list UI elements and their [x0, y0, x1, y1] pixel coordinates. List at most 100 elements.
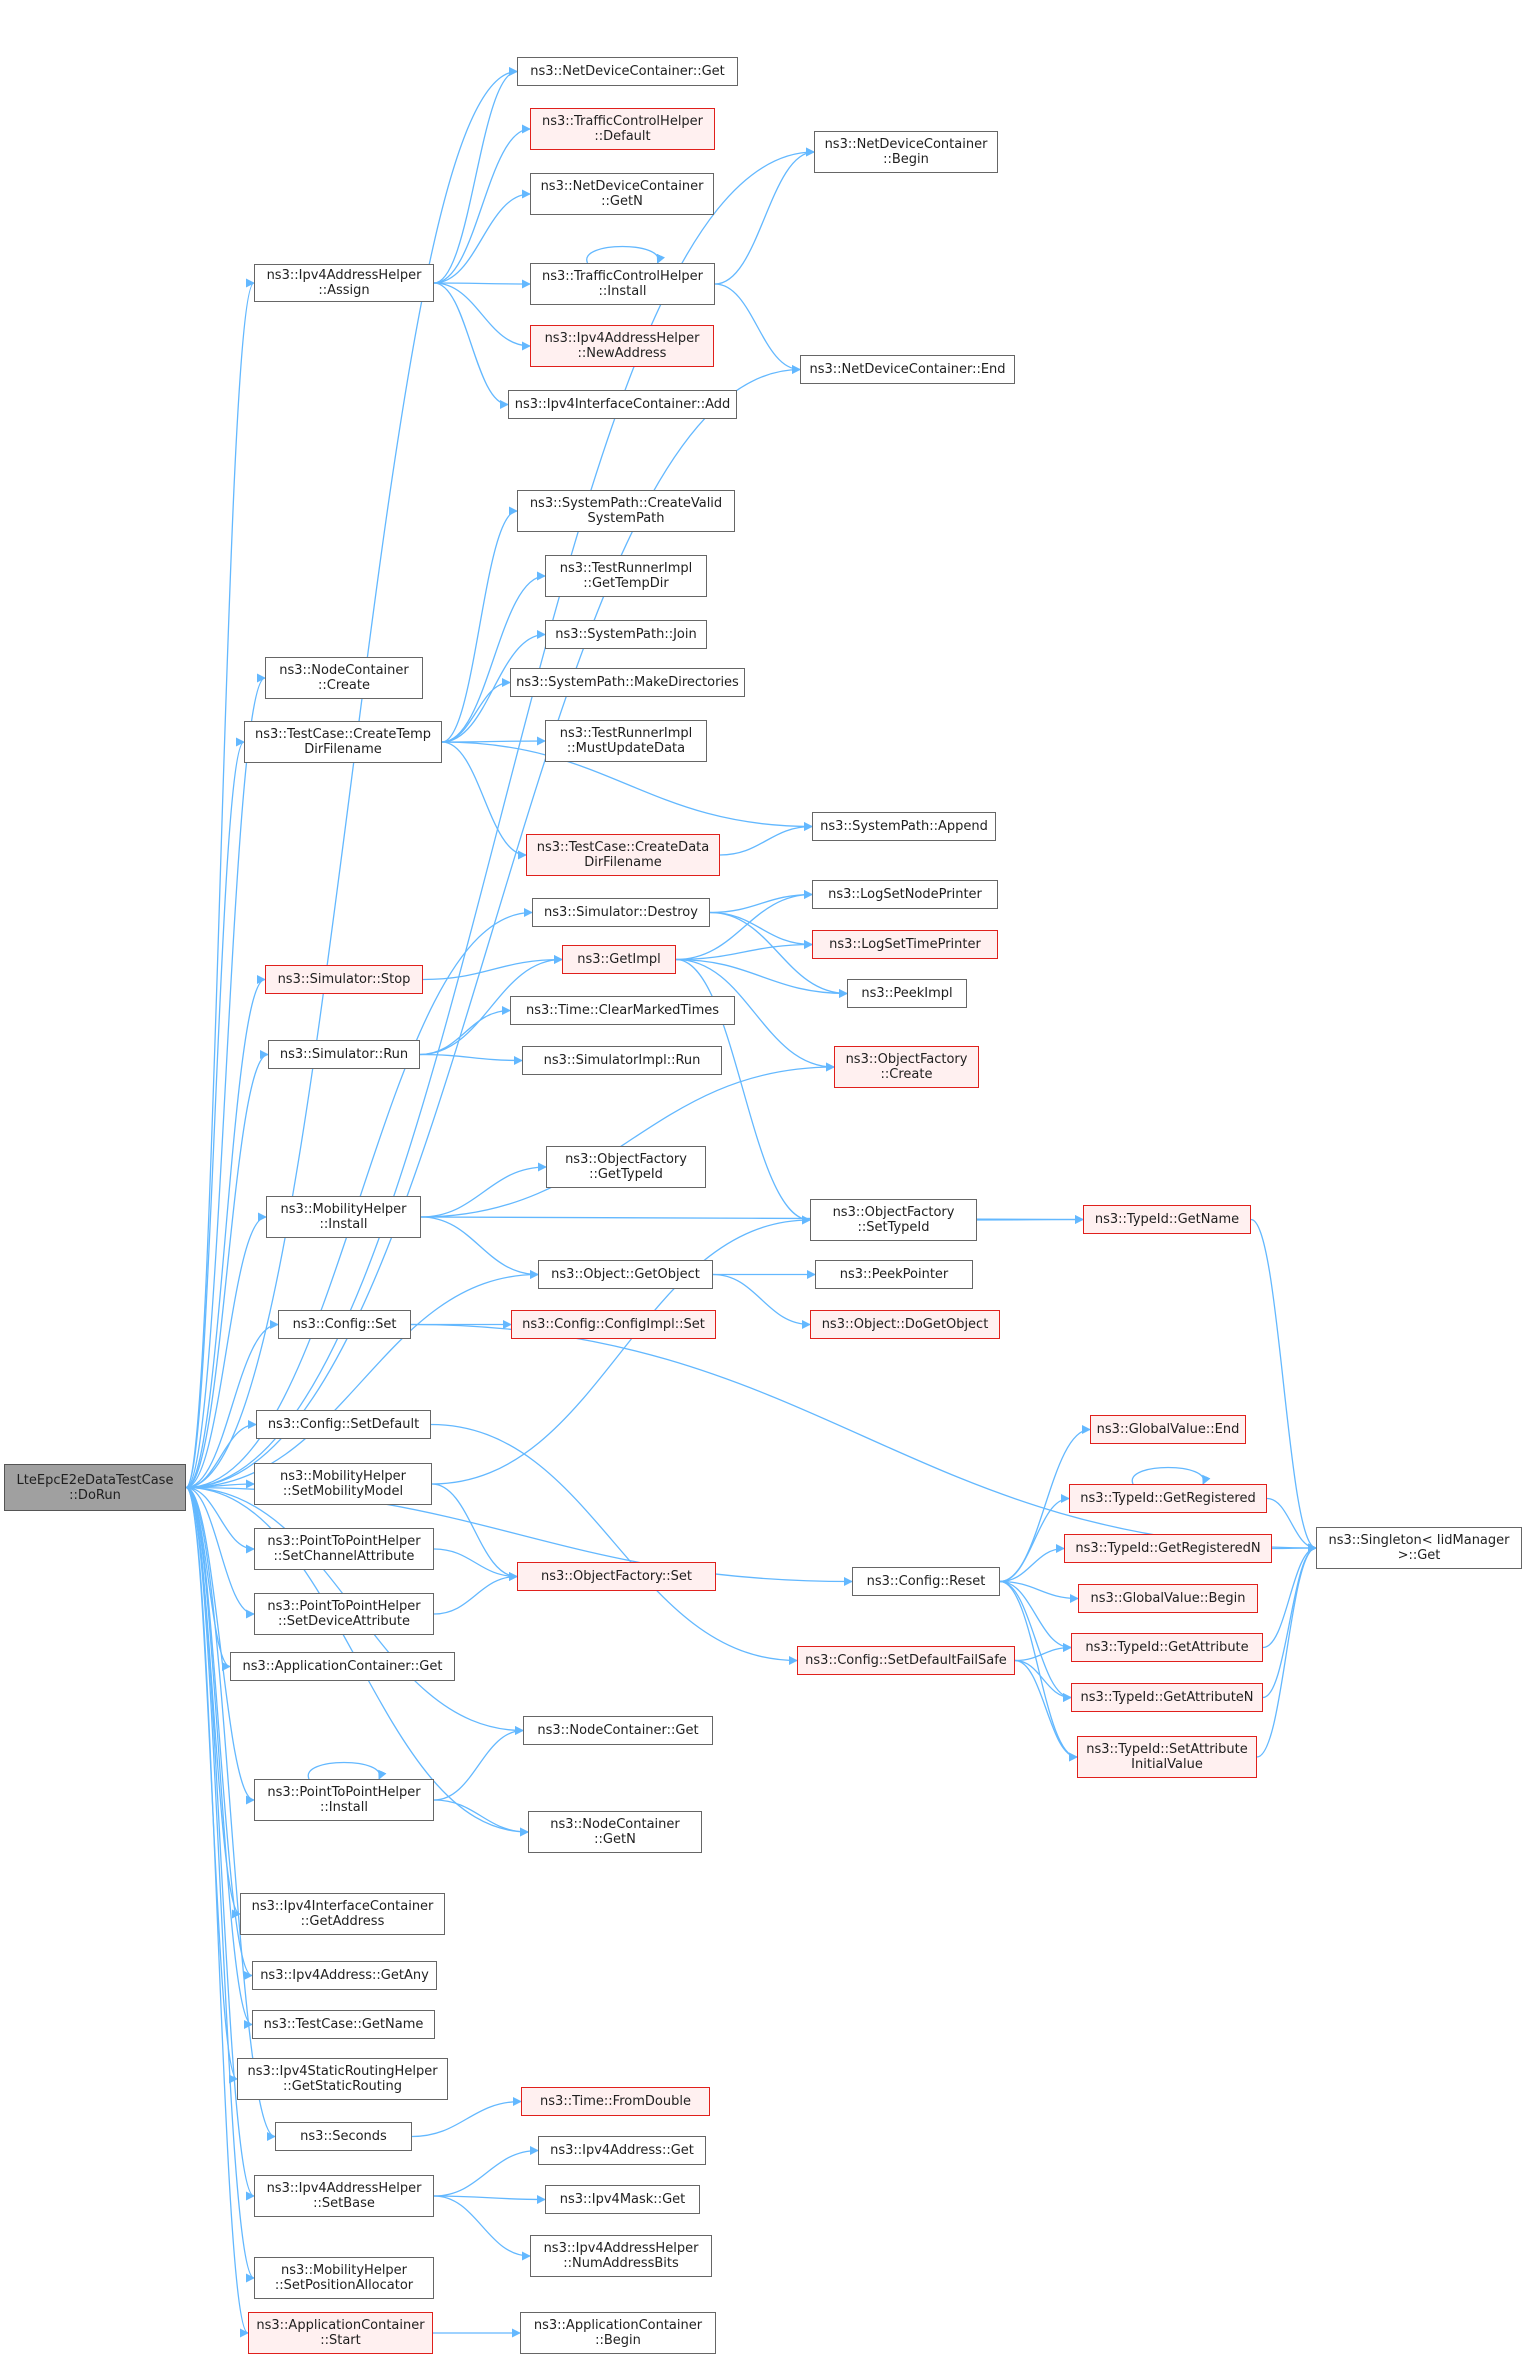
edge-root-to-seconds: [185, 1486, 276, 2141]
node-label-line: ns3::PeekPointer: [839, 1267, 949, 1282]
node-label-line: ns3::GlobalValue::End: [1096, 1422, 1240, 1437]
node-seconds[interactable]: ns3::Seconds: [275, 2122, 412, 2151]
node-peekpointer[interactable]: ns3::PeekPointer: [815, 1260, 973, 1289]
node-ndc-getn[interactable]: ns3::NetDeviceContainer::GetN: [530, 173, 714, 215]
node-sim-destroy[interactable]: ns3::Simulator::Destroy: [532, 898, 710, 927]
node-label-line: ns3::Config::Set: [292, 1317, 397, 1332]
node-config-setdefault[interactable]: ns3::Config::SetDefault: [256, 1410, 431, 1439]
node-mh-install[interactable]: ns3::MobilityHelper::Install: [266, 1196, 421, 1238]
node-label-line: ns3::MobilityHelper: [280, 1202, 407, 1217]
node-ipv4srh-getstatic[interactable]: ns3::Ipv4StaticRoutingHelper::GetStaticR…: [237, 2058, 448, 2100]
node-tch-install[interactable]: ns3::TrafficControlHelper::Install: [530, 263, 715, 305]
node-ipv4ah-setbase[interactable]: ns3::Ipv4AddressHelper::SetBase: [254, 2175, 434, 2217]
node-ipv4addr-get[interactable]: ns3::Ipv4Address::Get: [538, 2136, 706, 2165]
node-typeid-getattributen[interactable]: ns3::TypeId::GetAttributeN: [1071, 1683, 1263, 1712]
edge-sim-run-to-time-clearmarked: [419, 1005, 511, 1056]
edge-root-to-ipv4ah-assign: [185, 278, 255, 1489]
node-ipv4addr-getany[interactable]: ns3::Ipv4Address::GetAny: [252, 1961, 437, 1990]
node-sp-join[interactable]: ns3::SystemPath::Join: [545, 620, 707, 649]
node-ndc-begin[interactable]: ns3::NetDeviceContainer::Begin: [814, 131, 998, 173]
node-label-line: ::SetTypeId: [857, 1220, 930, 1235]
node-ipv4ic-getaddress[interactable]: ns3::Ipv4InterfaceContainer::GetAddress: [240, 1893, 445, 1935]
node-obj-dogetobject[interactable]: ns3::Object::DoGetObject: [810, 1310, 1000, 1339]
node-nc-getn[interactable]: ns3::NodeContainer::GetN: [528, 1811, 702, 1853]
node-ipv4ah-newaddress[interactable]: ns3::Ipv4AddressHelper::NewAddress: [530, 325, 714, 367]
node-p2p-setchannelattr[interactable]: ns3::PointToPointHelper::SetChannelAttri…: [254, 1528, 434, 1570]
node-logtimeprinter[interactable]: ns3::LogSetTimePrinter: [812, 930, 998, 959]
node-ipv4ah-numaddrbits[interactable]: ns3::Ipv4AddressHelper::NumAddressBits: [530, 2235, 712, 2277]
node-label-line: ns3::MobilityHelper: [280, 2263, 408, 2278]
node-label-line: ns3::ApplicationContainer: [533, 2318, 703, 2333]
node-simimpl-run[interactable]: ns3::SimulatorImpl::Run: [522, 1046, 722, 1075]
node-ndc-get[interactable]: ns3::NetDeviceContainer::Get: [517, 57, 738, 86]
node-configimpl-set[interactable]: ns3::Config::ConfigImpl::Set: [511, 1310, 716, 1339]
node-typeid-getregistered[interactable]: ns3::TypeId::GetRegistered: [1069, 1484, 1267, 1513]
node-gv-begin[interactable]: ns3::GlobalValue::Begin: [1078, 1584, 1258, 1613]
edge-ipv4ah-assign-to-tch-default: [433, 124, 531, 284]
node-p2p-setdeviceattr[interactable]: ns3::PointToPointHelper::SetDeviceAttrib…: [254, 1593, 434, 1635]
node-ipv4ic-add[interactable]: ns3::Ipv4InterfaceContainer::Add: [508, 390, 737, 419]
node-of-settypeid[interactable]: ns3::ObjectFactory::SetTypeId: [810, 1199, 977, 1241]
node-obj-getobject[interactable]: ns3::Object::GetObject: [538, 1260, 713, 1289]
node-singleton-get[interactable]: ns3::Singleton< IidManager>::Get: [1316, 1527, 1522, 1569]
edge-mh-setmobilitymodel-to-of-settypeid: [431, 1215, 811, 1485]
node-typeid-getregisteredn[interactable]: ns3::TypeId::GetRegisteredN: [1064, 1534, 1272, 1563]
node-label-line: ::Install: [320, 1800, 368, 1815]
node-typeid-getattribute[interactable]: ns3::TypeId::GetAttribute: [1071, 1633, 1263, 1662]
node-label-line: ns3::TestCase::CreateData: [536, 840, 710, 855]
node-nc-create[interactable]: ns3::NodeContainer::Create: [265, 657, 423, 699]
node-label-line: ::GetStaticRouting: [283, 2079, 402, 2094]
node-peekimpl[interactable]: ns3::PeekImpl: [847, 979, 967, 1008]
node-of-set[interactable]: ns3::ObjectFactory::Set: [517, 1562, 716, 1591]
node-label-line: ns3::NetDeviceContainer: [540, 179, 704, 194]
node-sp-makedirs[interactable]: ns3::SystemPath::MakeDirectories: [510, 668, 745, 697]
node-sp-append[interactable]: ns3::SystemPath::Append: [812, 812, 996, 841]
node-ipv4ah-assign[interactable]: ns3::Ipv4AddressHelper::Assign: [254, 264, 434, 302]
node-typeid-getname[interactable]: ns3::TypeId::GetName: [1083, 1205, 1251, 1234]
edge-seconds-to-time-fromdouble: [411, 2096, 522, 2138]
node-ipv4mask-get[interactable]: ns3::Ipv4Mask::Get: [545, 2185, 700, 2214]
node-time-fromdouble[interactable]: ns3::Time::FromDouble: [521, 2087, 710, 2116]
node-nc-get[interactable]: ns3::NodeContainer::Get: [523, 1716, 713, 1745]
node-appc-get[interactable]: ns3::ApplicationContainer::Get: [230, 1652, 455, 1681]
node-sim-run[interactable]: ns3::Simulator::Run: [268, 1040, 420, 1069]
node-sim-stop[interactable]: ns3::Simulator::Stop: [265, 965, 423, 994]
edge-sim-stop-to-getimpl: [422, 954, 563, 981]
node-getimpl[interactable]: ns3::GetImpl: [562, 945, 676, 974]
node-config-reset[interactable]: ns3::Config::Reset: [852, 1567, 1000, 1596]
node-tri-gettempdir[interactable]: ns3::TestRunnerImpl::GetTempDir: [545, 555, 707, 597]
node-of-create[interactable]: ns3::ObjectFactory::Create: [834, 1046, 979, 1088]
node-label-line: ns3::TypeId::GetAttribute: [1085, 1640, 1249, 1655]
node-ndc-end[interactable]: ns3::NetDeviceContainer::End: [800, 355, 1015, 384]
node-config-setdefaultfailsafe[interactable]: ns3::Config::SetDefaultFailSafe: [797, 1646, 1015, 1675]
node-label-line: ::NewAddress: [577, 346, 667, 361]
node-tc-getname[interactable]: ns3::TestCase::GetName: [252, 2010, 435, 2039]
node-of-gettypeid[interactable]: ns3::ObjectFactory::GetTypeId: [546, 1146, 706, 1188]
node-time-clearmarked[interactable]: ns3::Time::ClearMarkedTimes: [510, 996, 735, 1025]
node-lognodeprinter[interactable]: ns3::LogSetNodePrinter: [812, 880, 998, 909]
edge-getimpl-to-peekimpl: [675, 958, 848, 999]
node-root[interactable]: LteEpcE2eDataTestCase::DoRun: [4, 1464, 186, 1511]
node-tch-default[interactable]: ns3::TrafficControlHelper::Default: [530, 108, 715, 150]
edge-root-to-config-setdefault: [185, 1419, 257, 1489]
node-gv-end[interactable]: ns3::GlobalValue::End: [1090, 1415, 1246, 1444]
edge-root-to-config-set: [185, 1319, 279, 1489]
node-mh-setposalloc[interactable]: ns3::MobilityHelper::SetPositionAllocato…: [254, 2257, 434, 2299]
edge-p2p-setdeviceattr-to-of-set: [433, 1571, 518, 1615]
node-label-line: ::SetDeviceAttribute: [278, 1614, 410, 1629]
node-label-line: ns3::TypeId::GetName: [1094, 1212, 1240, 1227]
node-label-line: ::GetN: [594, 1832, 636, 1847]
node-mh-setmobilitymodel[interactable]: ns3::MobilityHelper::SetMobilityModel: [254, 1463, 432, 1505]
edge-ipv4ah-assign-to-ndc-get: [433, 66, 518, 284]
node-label-line: ns3::SystemPath::Join: [555, 627, 697, 642]
node-tri-mustupdate[interactable]: ns3::TestRunnerImpl::MustUpdateData: [545, 720, 707, 762]
node-p2p-install[interactable]: ns3::PointToPointHelper::Install: [254, 1779, 434, 1821]
node-label-line: ns3::NodeContainer: [550, 1817, 680, 1832]
node-config-set[interactable]: ns3::Config::Set: [278, 1310, 411, 1339]
edge-p2p-setchannelattr-to-of-set: [433, 1548, 518, 1582]
node-label-line: ns3::TestCase::GetName: [263, 2017, 424, 2032]
